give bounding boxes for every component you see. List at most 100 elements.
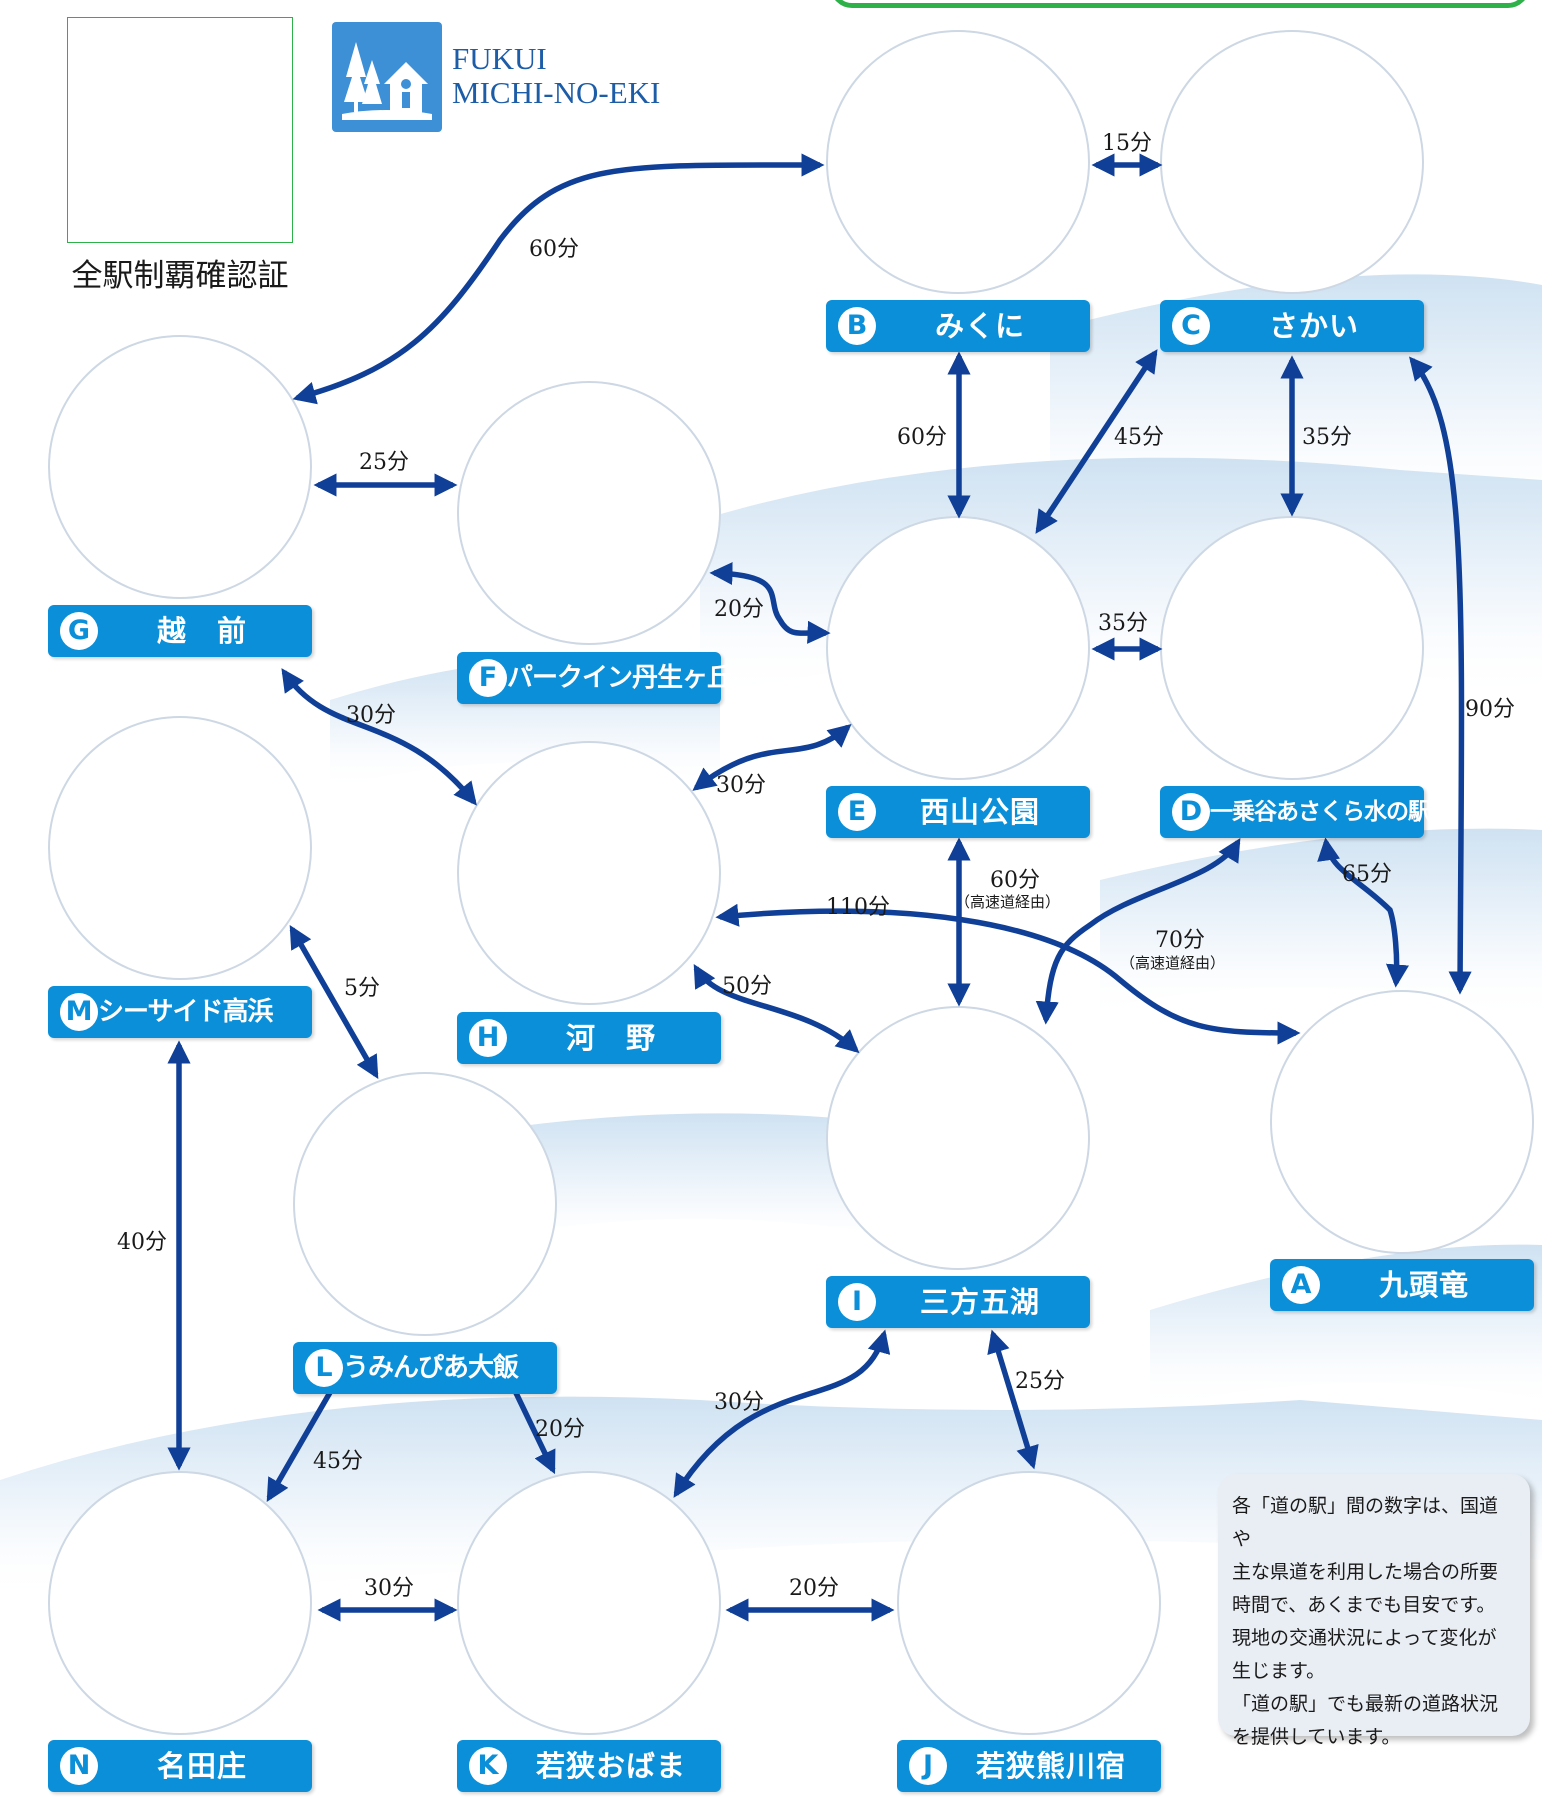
- time-label: 65分: [1342, 862, 1392, 887]
- station-label-a: A 九頭竜: [1270, 1259, 1534, 1311]
- route-m-l: [289, 924, 379, 1080]
- roadside-station-icon: [342, 42, 432, 120]
- station-badge: L: [305, 1349, 343, 1387]
- station-circle-l: [293, 1072, 557, 1336]
- time-label: 30分: [346, 703, 396, 728]
- time-label: 30分: [714, 1390, 764, 1415]
- station-circle-f: [457, 381, 721, 645]
- stamp-box: [67, 17, 293, 243]
- time-label: 30分: [716, 773, 766, 798]
- station-name: 河 野: [565, 1021, 656, 1055]
- time-label: 60分: [529, 237, 579, 262]
- station-badge: N: [60, 1747, 98, 1785]
- station-label-h: H 河 野: [457, 1012, 721, 1064]
- station-name: 若狭おばま: [535, 1749, 686, 1783]
- station-name: うみんぴあ大飯: [343, 1353, 519, 1383]
- station-label-g: G 越 前: [48, 605, 312, 657]
- logo-text: FUKUI MICHI-NO-EKI: [452, 42, 660, 110]
- fukui-michi-no-eki-logo: [332, 22, 442, 132]
- time-label: 50分: [722, 974, 772, 999]
- station-badge: I: [838, 1283, 876, 1321]
- station-name: 九頭竜: [1378, 1268, 1469, 1302]
- station-badge: D: [1172, 793, 1210, 831]
- station-name: 若狭熊川宿: [975, 1749, 1126, 1783]
- route-h-a: [715, 903, 1301, 1045]
- station-name: 名田庄: [156, 1749, 247, 1783]
- time-label: 25分: [1015, 1369, 1065, 1394]
- time-label: 35分: [1302, 425, 1352, 450]
- route-c-e: [1035, 349, 1158, 534]
- logo-line-1: FUKUI: [452, 41, 547, 76]
- station-badge: H: [469, 1019, 507, 1057]
- station-badge: K: [469, 1747, 507, 1785]
- station-label-n: N 名田庄: [48, 1740, 312, 1792]
- station-circle-j: [897, 1471, 1161, 1735]
- station-label-b: B みくに: [826, 300, 1090, 352]
- station-name: 西山公園: [919, 795, 1040, 829]
- route-i-j: [987, 1329, 1039, 1470]
- time-label: 30分: [364, 1576, 414, 1601]
- time-label: 70分: [1155, 928, 1205, 953]
- time-label: 110分: [826, 895, 890, 920]
- route-b-g: [292, 153, 825, 405]
- station-label-m: M シーサイド高浜: [48, 986, 312, 1038]
- station-badge: J: [909, 1747, 947, 1785]
- station-label-j: J 若狭熊川宿: [897, 1740, 1161, 1792]
- time-label: 25分: [359, 450, 409, 475]
- station-circle-m: [48, 716, 312, 980]
- station-circle-k: [457, 1471, 721, 1735]
- route-i-k: [673, 1329, 891, 1498]
- logo-line-2: MICHI-NO-EKI: [452, 75, 661, 110]
- station-name: 越 前: [156, 614, 247, 648]
- station-circle-a: [1270, 990, 1534, 1254]
- station-circle-c: [1160, 30, 1424, 294]
- time-label: 90分: [1465, 697, 1515, 722]
- station-circle-g: [48, 335, 312, 599]
- time-label: 20分: [535, 1417, 585, 1442]
- station-label-l: L うみんぴあ大飯: [293, 1342, 557, 1394]
- route-d-i: [1035, 838, 1241, 1025]
- station-label-e: E 西山公園: [826, 786, 1090, 838]
- station-circle-e: [826, 516, 1090, 780]
- station-name: パークイン丹生ヶ丘: [507, 663, 733, 693]
- time-label: 35分: [1098, 611, 1148, 636]
- station-name: シーサイド高浜: [98, 997, 273, 1027]
- time-label: 40分: [117, 1230, 167, 1255]
- station-circle-n: [48, 1471, 312, 1735]
- station-name: さかい: [1268, 309, 1359, 343]
- station-circle-b: [826, 30, 1090, 294]
- time-label: 20分: [714, 597, 764, 622]
- route-d-a: [1317, 837, 1409, 988]
- travel-time-note: 各「道の駅」間の数字は、国道や 主な県道を利用した場合の所要 時間で、あくまでも…: [1218, 1474, 1530, 1748]
- route-f-e: [709, 561, 831, 644]
- station-label-k: K 若狭おばま: [457, 1740, 721, 1792]
- time-label: 60分: [897, 425, 947, 450]
- station-name: 一乗谷あさくら水の駅: [1210, 799, 1431, 825]
- station-badge: C: [1172, 307, 1210, 345]
- station-label-f: F パークイン丹生ヶ丘: [457, 652, 733, 704]
- station-name: みくに: [934, 309, 1025, 343]
- route-g-h: [281, 668, 477, 806]
- note-text: 各「道の駅」間の数字は、国道や 主な県道を利用した場合の所要 時間で、あくまでも…: [1232, 1495, 1499, 1748]
- station-badge: E: [838, 793, 876, 831]
- stamp-caption: 全駅制覇確認証: [71, 258, 289, 294]
- station-badge: M: [60, 993, 98, 1031]
- time-label-note: （高速道経由）: [1120, 954, 1225, 972]
- station-label-c: C さかい: [1160, 300, 1424, 352]
- time-label: 45分: [1114, 425, 1164, 450]
- route-c-a: [1409, 356, 1472, 995]
- time-label: 5分: [344, 976, 380, 1001]
- station-circle-d: [1160, 516, 1424, 780]
- station-name: 三方五湖: [919, 1285, 1040, 1319]
- route-e-h: [692, 724, 852, 791]
- station-circle-h: [457, 741, 721, 1005]
- time-label-note: （高速道経由）: [955, 893, 1060, 911]
- station-badge: A: [1282, 1266, 1320, 1304]
- station-badge: B: [838, 307, 876, 345]
- station-badge: G: [60, 612, 98, 650]
- route-h-i: [693, 963, 860, 1054]
- station-label-i: I 三方五湖: [826, 1276, 1090, 1328]
- time-label: 60分: [990, 868, 1040, 893]
- time-label: 20分: [789, 1576, 839, 1601]
